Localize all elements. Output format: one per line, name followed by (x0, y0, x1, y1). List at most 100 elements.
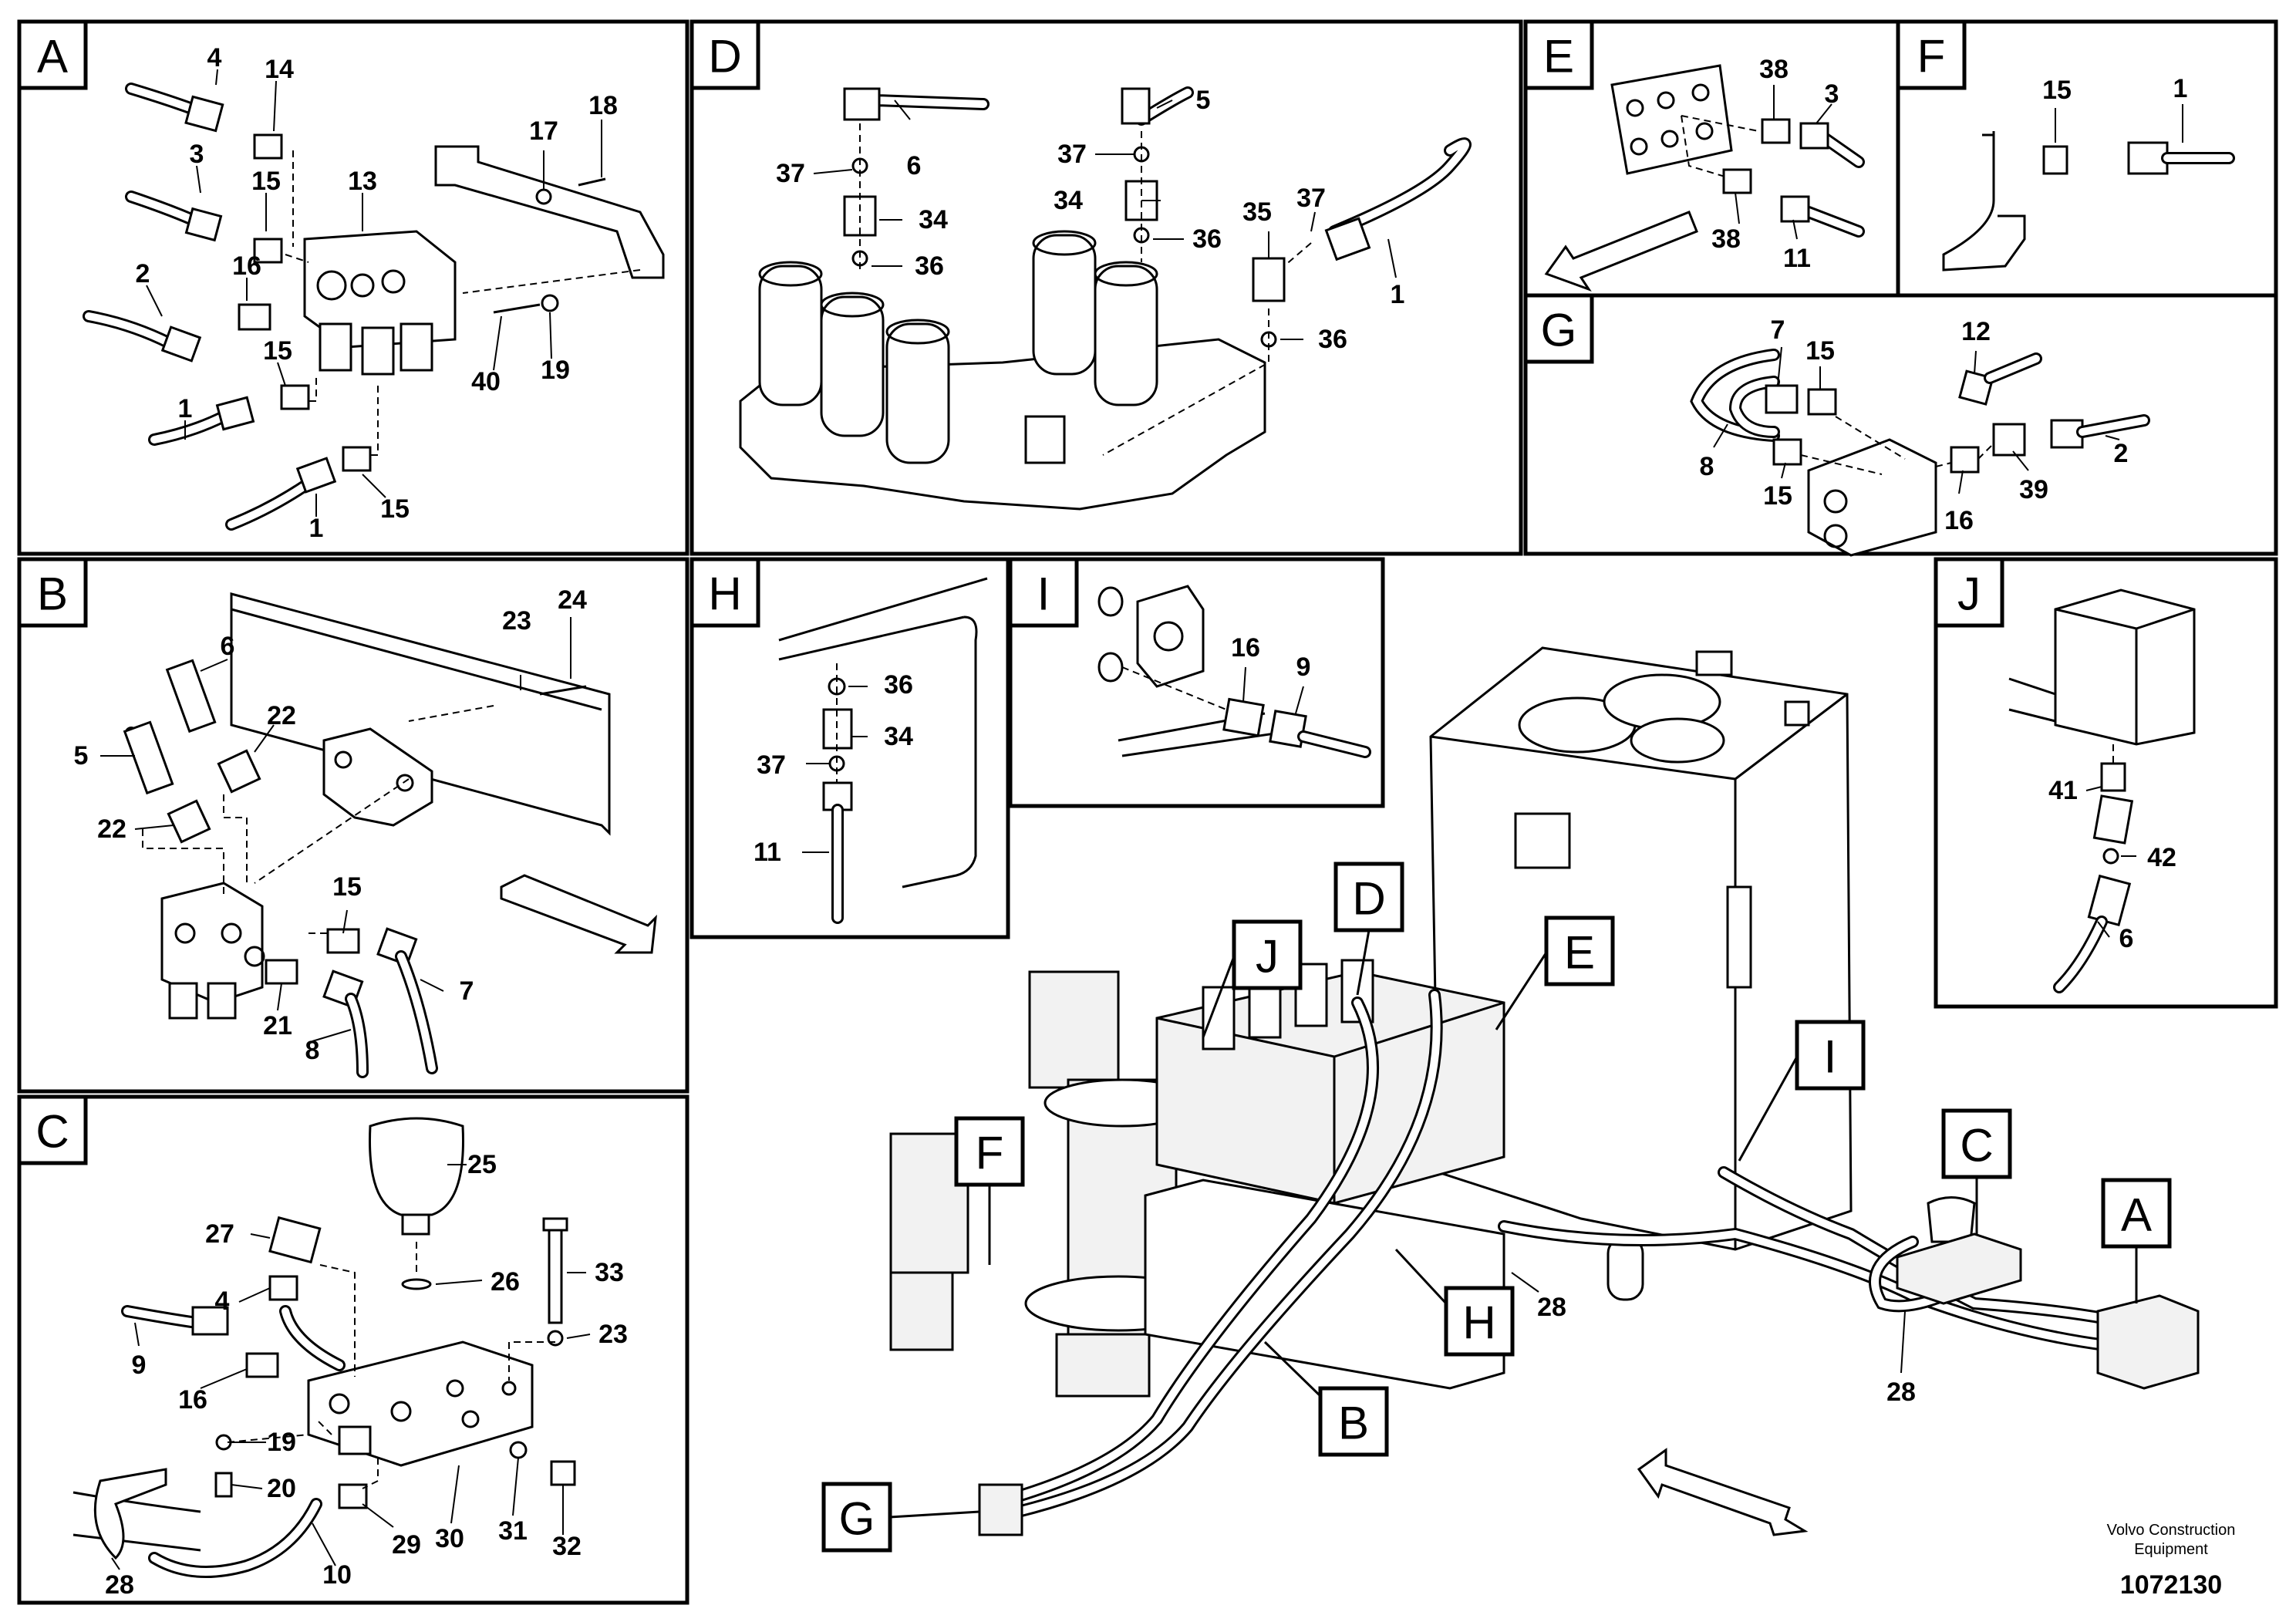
panel-f-tag: F (1917, 31, 1946, 83)
panel-b-label-6: 22 (97, 814, 126, 844)
title-block: Volvo Construction Equipment 1072130 (2107, 1522, 2236, 1600)
panel-g: G 12 7 15 8 15 39 2 16 (1523, 293, 2278, 557)
overview-label-28-right: 28 (1886, 1378, 1916, 1407)
panel-b-label-9: 21 (263, 1011, 292, 1040)
panel-e-label-1: 38 (1759, 55, 1789, 84)
brand-line-2: Equipment (2134, 1541, 2208, 1558)
panel-g-label-2: 7 (1771, 315, 1785, 345)
panel-a-label-10: 15 (263, 336, 292, 366)
panel-g-label-3: 15 (1805, 336, 1835, 366)
panel-b-label-5: 5 (74, 741, 89, 771)
callout-j: J (1256, 931, 1279, 983)
panel-d-label-5: 34 (919, 205, 948, 234)
panel-c: C (17, 1094, 689, 1605)
drawing-number: 1072130 (2120, 1570, 2222, 1600)
panel-j-tag: J (1957, 568, 1981, 620)
panel-e-label-2: 3 (1825, 79, 1839, 109)
panel-g-tag: G (1541, 305, 1577, 356)
panel-c-label-5: 4 (215, 1286, 230, 1316)
panel-a-label-13: 1 (178, 394, 193, 423)
panel-a-label-11: 40 (471, 367, 501, 396)
panel-e-label-4: 11 (1783, 244, 1811, 273)
panel-d-tag: D (708, 31, 741, 83)
panel-b-label-7: 15 (332, 872, 362, 902)
panel-e: E 38 3 38 11 (1523, 19, 1900, 298)
panel-e-tag: E (1543, 31, 1574, 83)
panel-d-label-7: 36 (915, 251, 944, 281)
brand-line-1: Volvo Construction (2107, 1522, 2236, 1539)
panel-h-label-4: 11 (754, 838, 781, 867)
panel-f-label-1: 15 (2042, 76, 2072, 105)
callout-e: E (1564, 927, 1595, 979)
panel-c-label-3: 26 (491, 1267, 520, 1297)
panel-h-tag: H (708, 568, 741, 620)
panel-h-label-2: 34 (884, 722, 913, 751)
panel-c-label-14: 32 (552, 1532, 582, 1561)
panel-j-label-3: 6 (2119, 924, 2134, 953)
panel-j: J 41 42 6 (1934, 557, 2278, 1009)
panel-b-label-10: 8 (305, 1036, 320, 1065)
panel-c-label-4: 33 (595, 1258, 624, 1287)
panel-i: I 16 9 (1008, 557, 1385, 808)
panel-d-label-9: 35 (1242, 197, 1272, 227)
panel-d-label-4: 37 (1057, 140, 1087, 169)
panel-a-label-6: 17 (529, 116, 558, 146)
panel-j-label-1: 41 (2048, 776, 2078, 805)
panel-d-label-12: 36 (1318, 325, 1347, 354)
panel-d: D 5 6 37 (689, 19, 1523, 556)
panel-a-label-2: 14 (265, 55, 294, 84)
panel-h-label-1: 36 (884, 670, 913, 700)
panel-b-tag: B (37, 568, 68, 620)
panel-c-label-6: 23 (598, 1320, 628, 1349)
panel-j-label-2: 42 (2147, 843, 2176, 872)
panel-a-label-15: 15 (380, 494, 410, 524)
panel-c-label-1: 25 (467, 1150, 497, 1179)
panel-c-label-10: 20 (267, 1474, 296, 1503)
panel-g-label-4: 8 (1700, 452, 1714, 481)
panel-e-label-3: 38 (1711, 224, 1741, 254)
callout-f: F (976, 1128, 1004, 1179)
callout-d: D (1352, 873, 1385, 925)
panel-c-label-11: 30 (435, 1524, 464, 1553)
panel-a-label-12: 19 (541, 356, 570, 385)
panel-d-label-11: 1 (1391, 280, 1405, 309)
panel-a-label-9: 16 (232, 251, 261, 281)
callout-c: C (1960, 1120, 1993, 1172)
panel-b: B 23 24 6 22 5 22 15 7 2 (17, 557, 689, 1094)
panel-d-label-6: 34 (1054, 186, 1083, 215)
panel-b-label-3: 6 (221, 632, 235, 661)
panel-d-label-10: 37 (1296, 184, 1326, 213)
panel-i-tag: I (1037, 568, 1050, 620)
panel-c-tag: C (35, 1106, 69, 1158)
panel-c-label-9: 19 (267, 1428, 296, 1457)
panel-c-label-16: 10 (322, 1560, 352, 1590)
panel-f: F 15 1 (1896, 19, 2278, 298)
panel-d-label-2: 6 (907, 151, 922, 180)
panel-a-label-3: 3 (190, 140, 204, 169)
panel-c-label-12: 31 (498, 1516, 528, 1546)
panel-b-label-1: 23 (502, 606, 531, 636)
panel-g-label-1: 12 (1961, 317, 1991, 346)
panel-a-label-8: 2 (136, 259, 150, 288)
callout-h: H (1462, 1297, 1495, 1349)
panel-h: H 36 34 37 11 (689, 557, 1010, 939)
panel-i-label-1: 16 (1231, 633, 1260, 663)
callout-a: A (2121, 1189, 2152, 1241)
panel-c-label-13: 29 (392, 1530, 421, 1560)
panel-d-label-1: 5 (1196, 86, 1211, 115)
panel-d-label-8: 36 (1192, 224, 1222, 254)
panel-g-label-5: 15 (1763, 481, 1792, 511)
panel-d-label-3: 37 (776, 159, 805, 188)
panel-c-label-15: 28 (105, 1570, 134, 1600)
panel-a-label-1: 4 (207, 43, 222, 73)
panel-c-label-2: 27 (205, 1219, 234, 1249)
panel-h-label-3: 37 (757, 750, 786, 780)
panel-b-label-4: 22 (267, 701, 296, 730)
overview-label-28-left: 28 (1537, 1293, 1566, 1322)
panel-b-label-2: 24 (558, 585, 587, 615)
panel-a-label-4: 15 (251, 167, 281, 196)
panel-g-label-7: 2 (2114, 439, 2129, 468)
panel-i-label-2: 9 (1296, 653, 1311, 682)
panel-f-label-2: 1 (2173, 74, 2188, 103)
